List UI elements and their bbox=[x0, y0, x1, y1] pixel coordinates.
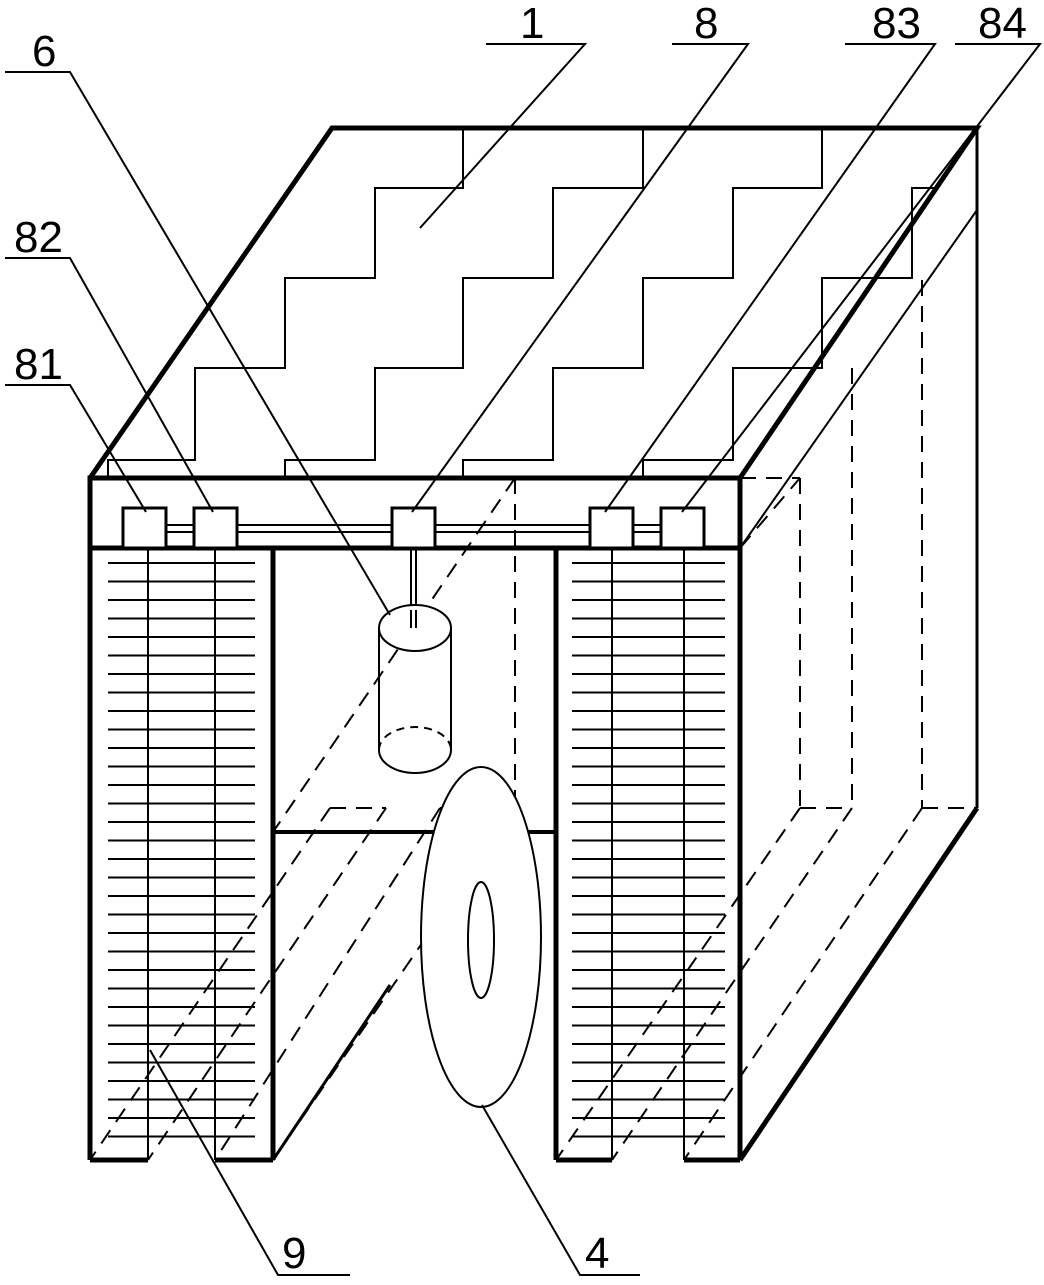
slider-83 bbox=[588, 506, 635, 550]
label-81: 81 bbox=[14, 340, 63, 389]
label-8: 8 bbox=[694, 0, 718, 48]
hidden-lines bbox=[89, 280, 977, 1161]
slider-82 bbox=[192, 506, 239, 550]
reference-labels: 6 1 8 83 84 82 81 9 4 bbox=[14, 0, 1027, 1278]
label-1: 1 bbox=[520, 0, 544, 48]
slider-84 bbox=[659, 506, 706, 550]
label-83: 83 bbox=[872, 0, 921, 48]
label-6: 6 bbox=[32, 27, 56, 76]
leader-lines bbox=[5, 43, 1043, 1276]
right-rack bbox=[572, 548, 725, 1160]
wheel bbox=[420, 766, 542, 1108]
label-9: 9 bbox=[282, 1229, 306, 1278]
rail bbox=[121, 506, 706, 550]
label-82: 82 bbox=[14, 213, 63, 262]
right-face-top-diag bbox=[739, 209, 978, 549]
top-face-outline bbox=[87, 125, 982, 480]
top-steps bbox=[107, 130, 935, 478]
label-4: 4 bbox=[585, 1229, 609, 1278]
slider-81 bbox=[121, 506, 168, 550]
left-rack bbox=[108, 548, 255, 1160]
label-84: 84 bbox=[978, 0, 1027, 48]
slider-8 bbox=[390, 506, 437, 550]
cylinder bbox=[378, 548, 452, 774]
bottom-right-edge bbox=[737, 806, 980, 1162]
